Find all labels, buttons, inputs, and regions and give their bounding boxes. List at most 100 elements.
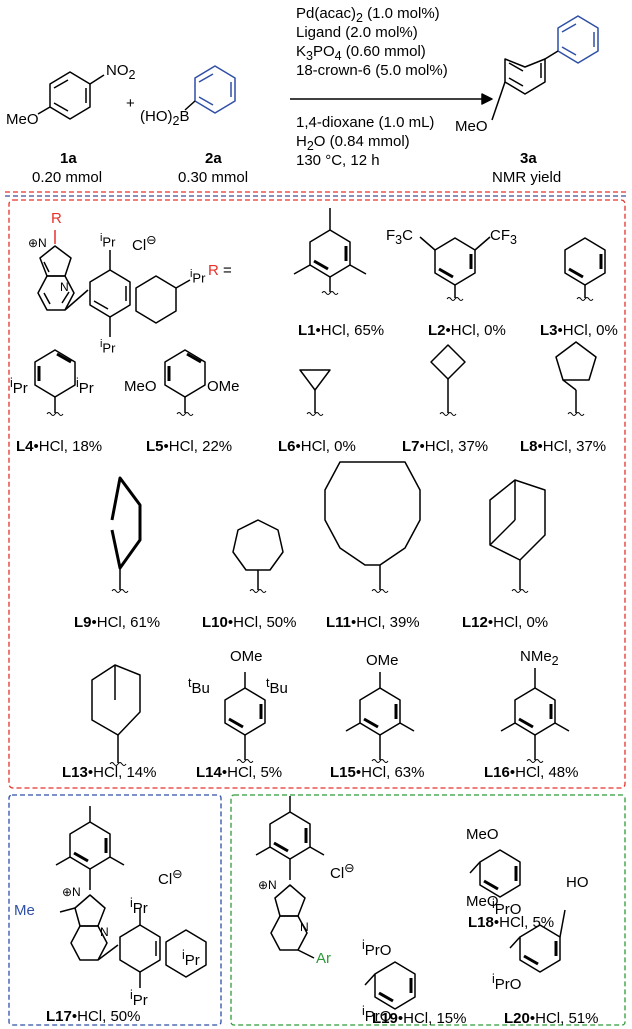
ligand-L7-structure: [430, 344, 466, 416]
label-L2: L2•HCl, 0%: [428, 322, 506, 339]
core-ipr-2: iPr: [190, 268, 206, 286]
L20-ipro-bottom: iPrO: [492, 972, 522, 993]
plus-sign: +: [126, 95, 135, 112]
ligand-L4-structure: [34, 349, 76, 416]
L4-ipr-right: iPr: [76, 376, 94, 397]
condition-solvent: 1,4-dioxane (1.0 mL): [296, 114, 435, 131]
no2-group: NO2: [106, 62, 136, 82]
L4-ipr-left: iPr: [10, 376, 28, 397]
ligand-L3-structure: [564, 237, 606, 301]
ligand-L11-structure: [324, 461, 421, 593]
condition-ligand: Ligand (2.0 mol%): [296, 24, 418, 41]
label-L15: L15•HCl, 63%: [330, 764, 425, 781]
ligand-Ar-core-structure: [255, 796, 325, 959]
L2-f3c: F3C: [386, 227, 413, 247]
condition-base: K3PO4 (0.60 mmol): [296, 43, 426, 63]
ligand-L15-structure: [345, 672, 415, 763]
label-L16: L16•HCl, 48%: [484, 764, 579, 781]
substrate-1a-meo: MeO: [6, 111, 39, 128]
L5-meo: MeO: [124, 378, 157, 395]
substrate-1a-ring: [37, 71, 105, 120]
Ar-core-N-plus: ⊕N: [258, 878, 277, 892]
label-L8: L8•HCl, 37%: [520, 438, 607, 455]
ligand-L18-structure: [469, 849, 521, 898]
label-L9: L9•HCl, 61%: [74, 614, 161, 631]
product-meo: MeO: [455, 118, 488, 135]
ligand-L12-structure: [489, 479, 546, 593]
label-L1: L1•HCl, 65%: [298, 322, 385, 339]
L17-N: N: [100, 925, 109, 939]
L19-ipro-top: iPrO: [362, 938, 392, 959]
L5-ome: OMe: [207, 378, 240, 395]
Ar-core-N: N: [300, 920, 309, 934]
substrate-2a-amount: 0.30 mmol: [178, 169, 249, 186]
label-L6: L6•HCl, 0%: [278, 438, 356, 455]
L14-tbu-right: tBu: [266, 676, 288, 697]
ligand-L5-structure: [164, 349, 206, 416]
label-L14: L14•HCl, 5%: [196, 764, 283, 781]
Ar-label: Ar: [316, 950, 331, 967]
condition-water: H2O (0.84 mmol): [296, 133, 410, 153]
core-R: R: [51, 210, 62, 227]
product-3a-rings: [491, 15, 599, 121]
ligand-L17-structure: [55, 806, 207, 988]
product-3a-note: NMR yield: [492, 169, 562, 186]
L19-ipro-bottom: iPrO: [362, 1004, 392, 1025]
L17-me: Me: [14, 902, 35, 919]
L17-ipr-1: iPr: [130, 896, 148, 917]
L17-ipr-2: iPr: [182, 948, 200, 969]
label-L7: L7•HCl, 37%: [402, 438, 489, 455]
condition-catalyst: Pd(acac)2 (1.0 mol%): [296, 5, 440, 25]
L17-ipr-3: iPr: [130, 988, 148, 1009]
label-L12: L12•HCl, 0%: [462, 614, 549, 631]
core-chloride: Cl⊖: [132, 233, 157, 254]
core-N-plus: ⊕N: [28, 236, 47, 250]
label-L10: L10•HCl, 50%: [202, 614, 297, 631]
ligand-L10-structure: [232, 519, 284, 593]
label-L3: L3•HCl, 0%: [540, 322, 618, 339]
L17-N-plus: ⊕N: [62, 885, 81, 899]
substrate-2a-label: 2a: [205, 150, 222, 167]
label-L18: L18•HCl, 5%: [468, 914, 555, 931]
L15-ome: OMe: [366, 652, 399, 669]
ligand-L19-structure: [364, 961, 416, 1010]
ligand-L16-structure: [500, 668, 570, 763]
label-L20: L20•HCl, 51%: [504, 1010, 599, 1027]
L20-ipro-top: iPrO: [492, 897, 522, 918]
core-ipr-3: iPr: [100, 338, 116, 356]
ligand-L13-structure: [91, 664, 141, 766]
product-3a-label: 3a: [520, 150, 537, 167]
label-L4: L4•HCl, 18%: [16, 438, 103, 455]
core-scaffold: [37, 230, 191, 337]
ligand-L8-structure: [555, 341, 597, 416]
boronic-group: (HO)2B: [140, 108, 190, 128]
L14-tbu-left: tBu: [188, 676, 210, 697]
ligand-box-blue: [8, 794, 222, 1026]
ligand-L9-structure: [110, 476, 142, 593]
label-L13: L13•HCl, 14%: [62, 764, 157, 781]
label-L17: L17•HCl, 50%: [46, 1008, 141, 1025]
L2-cf3: CF3: [490, 227, 517, 247]
r-equals: R =: [208, 262, 232, 279]
ligand-L2-structure: [419, 236, 491, 301]
ligand-L1-structure: [293, 208, 367, 295]
L18-meo-top: MeO: [466, 826, 499, 843]
Ar-core-chloride: Cl⊖: [330, 861, 355, 882]
L14-ome: OMe: [230, 648, 263, 665]
core-ipr-1: iPr: [100, 232, 116, 250]
ligand-box-green: [230, 794, 626, 1026]
substrate-1a-amount: 0.20 mmol: [32, 169, 103, 186]
substrate-1a-label: 1a: [60, 150, 77, 167]
ligand-L6-structure: [299, 369, 331, 416]
core-N: N: [60, 280, 69, 294]
condition-temp: 130 °C, 12 h: [296, 152, 380, 169]
ligand-L20-structure: [509, 909, 566, 973]
label-L19: L19•HCl, 15%: [372, 1010, 467, 1027]
L17-chloride: Cl⊖: [158, 867, 183, 888]
L20-ho: HO: [566, 874, 589, 891]
ligand-L14-structure: [224, 672, 266, 763]
condition-crown: 18-crown-6 (5.0 mol%): [296, 62, 448, 79]
L16-nme2: NMe2: [520, 648, 559, 668]
ligand-box-red: [8, 199, 626, 789]
